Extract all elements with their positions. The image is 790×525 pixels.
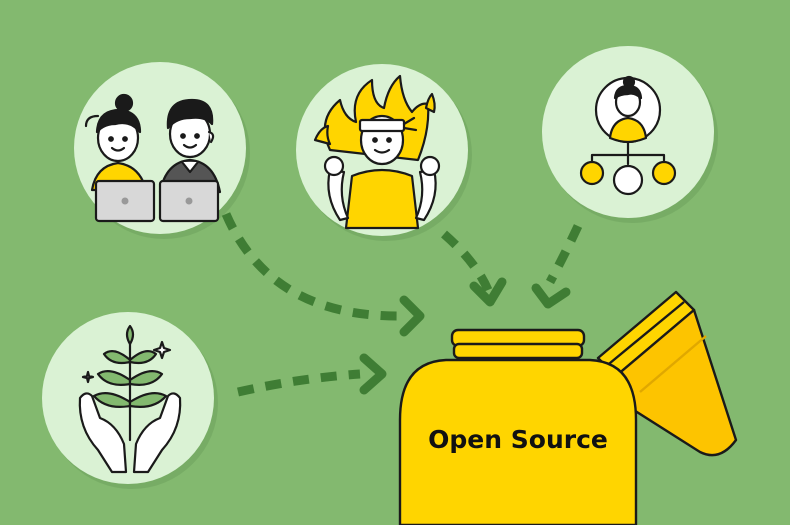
open-source-jar: Open Source bbox=[398, 290, 738, 525]
person-on-fire-icon bbox=[313, 74, 441, 230]
jar-lid bbox=[596, 290, 738, 457]
arrow-from-collaborators bbox=[221, 212, 425, 337]
organization-circle bbox=[542, 46, 718, 223]
growth-circle bbox=[42, 312, 218, 489]
arrow-from-organization bbox=[531, 224, 583, 309]
people-with-laptops-icon bbox=[84, 93, 222, 223]
flow-arrows bbox=[221, 212, 583, 397]
arrow-from-motivated bbox=[441, 230, 507, 307]
jar-label: Open Source bbox=[428, 425, 608, 454]
motivated-person-circle bbox=[296, 64, 472, 241]
org-chart-icon bbox=[579, 75, 677, 196]
arrow-from-growth bbox=[237, 353, 387, 397]
hands-holding-plant-icon bbox=[78, 324, 182, 474]
collaborators-circle bbox=[74, 62, 250, 239]
